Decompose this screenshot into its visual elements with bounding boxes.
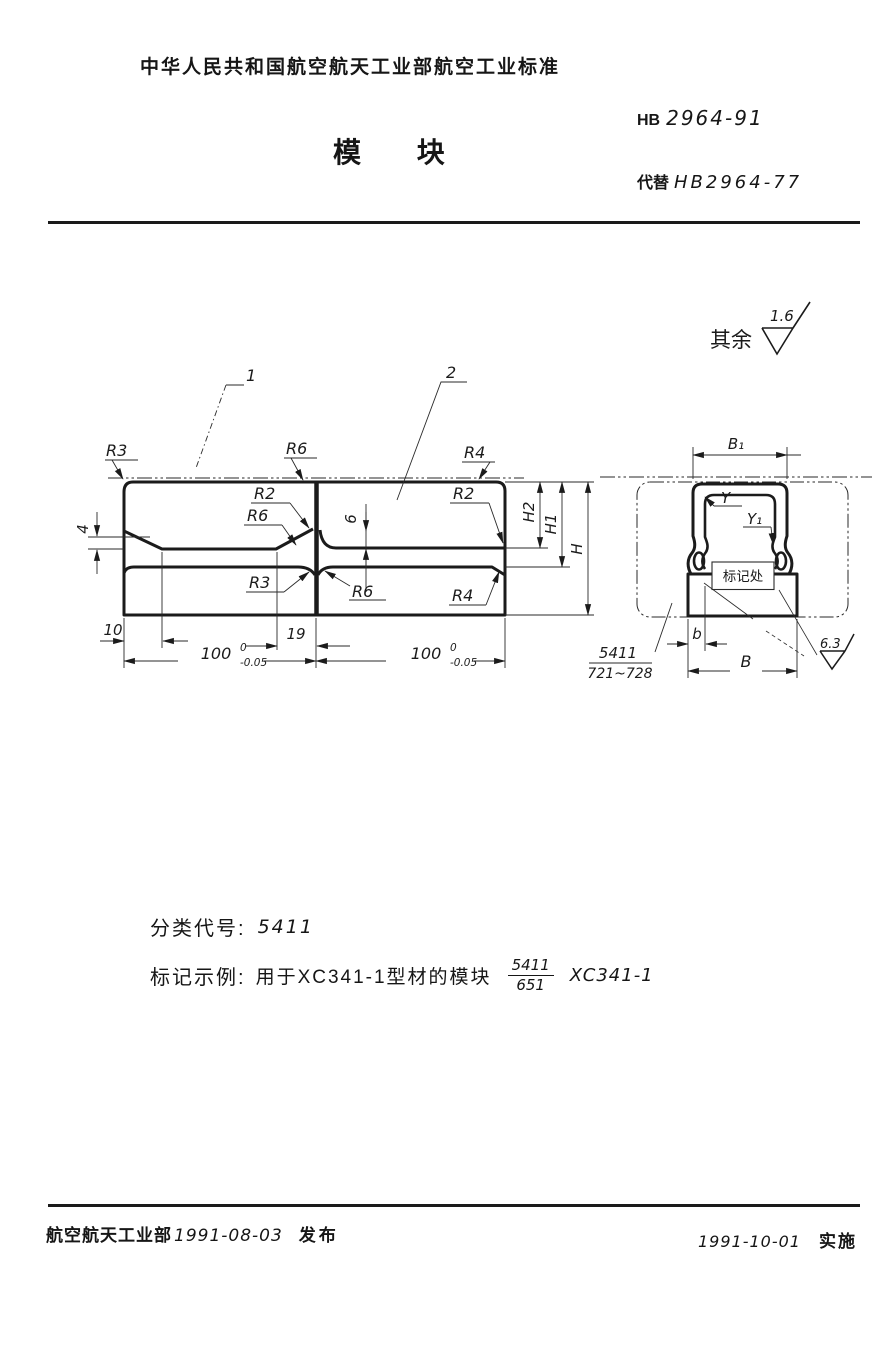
fraction-denominator: 651 [516,975,545,994]
dim-h2-label: H2 [520,502,538,523]
r3-top-left-label: R3 [106,441,127,460]
angle-y-label: Y [721,489,732,507]
code-numerator: 5411 [599,644,637,662]
dim-4-label: 4 [74,524,92,534]
issuer-name: 航空航天工业部 [46,1226,172,1245]
angle-y1-label: Y₁ [747,510,762,528]
r2-left-block-label: R2 [254,484,275,503]
part-callout-1: 1 [195,366,256,469]
issue-date: 1991-08-03 [174,1226,283,1246]
radius-leaders [105,457,504,606]
roughness-6-3-icon [819,633,855,671]
replace-prefix: 代替 [637,175,670,192]
r2-right-block-label: R2 [453,484,474,503]
roughness-note-label: 其余 [710,329,752,352]
fraction-numerator: 5411 [507,957,554,976]
part-callout-2: 2 [396,363,467,501]
page-title: 模 块 [333,137,469,168]
roughness-icon [761,301,811,356]
front-extension-lines [88,481,594,668]
r6-band-label: R6 [352,582,373,601]
class-code-row: 分类代号: 5411 [150,912,654,941]
callout-2-label: 2 [446,363,456,382]
marking-example-label: 标记示例: [150,966,246,989]
standard-number: HB 2964-91 [637,106,764,130]
implementation-date: 1991-10-01 [698,1232,801,1251]
section-profile [686,482,799,618]
dim-19-label: 19 [286,625,305,643]
dim-100-left-tol-upper: 0 [240,642,247,654]
callout-1-label: 1 [246,366,256,385]
notes-section: 分类代号: 5411 标记示例: 用于XC341-1型材的模块 5411 651… [150,912,654,1009]
technical-drawing-svg: 其余 1.6 H2 H1 [74,301,872,682]
general-roughness-note: 其余 1.6 [710,301,811,356]
dim-b-big-label: B [741,652,752,671]
dim-b-small-label: b [692,625,702,643]
header-divider [48,221,860,224]
marking-example-fraction: 5411 651 [507,957,554,994]
dim-b1-label: B₁ [728,435,744,453]
marking-example-row: 标记示例: 用于XC341-1型材的模块 5411 651 XC341-1 [150,957,654,993]
marking-example-text: 用于XC341-1型材的模块 [255,966,492,988]
phantom-die-outline [636,481,849,618]
r3-band-label: R3 [249,573,270,592]
code-denominator: 721~728 [587,666,652,682]
mark-location-box [711,561,775,591]
dim-10-19-lines [100,637,350,650]
r6-left-block-label: R6 [247,506,268,525]
footer-implementation: 1991-10-01 实施 [698,1227,857,1252]
section-view: 标记处 B₁ Y Y₁ b B [587,435,872,682]
implementation-label: 实施 [818,1232,857,1251]
dim-100-left-tol-lower: -0.05 [240,657,267,669]
standard-number-value: 2964-91 [666,106,764,130]
issue-label: 发布 [298,1226,339,1245]
dim-b1-lines [692,447,801,479]
marking-example-suffix: XC341-1 [569,964,654,986]
org-standard-line: 中华人民共和国航空航天工业部航空工业标准 [140,57,561,78]
dim-10-label: 10 [103,621,122,639]
dim-100-right-label: 100 [411,644,442,663]
section-code-fraction: 5411 721~728 [587,602,673,682]
r4-top-right-label: R4 [464,443,485,462]
height-dimension-lines [536,481,592,616]
footer-issue: 航空航天工业部 1991-08-03 发布 [46,1221,339,1246]
dim-6-label: 6 [342,514,360,524]
mark-location-label: 标记处 [723,569,764,584]
mark-leader-lines [703,582,818,657]
dim-100-left-label: 100 [201,644,232,663]
footer-divider [48,1204,860,1207]
roughness-6-3-label: 6.3 [820,637,841,652]
r4-band-label: R4 [452,586,473,605]
replaced-standard-value: HB2964-77 [674,172,803,193]
angle-leaders [704,496,775,545]
r6-top-center-label: R6 [286,439,307,458]
front-outline [122,480,507,617]
class-code-label: 分类代号: [150,918,246,940]
standard-prefix: HB [637,112,661,129]
dim-h1-label: H1 [542,514,560,535]
class-code-value: 5411 [257,915,314,938]
dim-b-lines [667,586,798,678]
dim-h-label: H [568,543,586,554]
replaced-standard: 代替 HB2964-77 [637,169,802,193]
dim-100-right-tol-upper: 0 [450,642,457,654]
roughness-note-value: 1.6 [770,307,794,325]
front-view: H2 H1 H 4 6 10 19 100 [74,363,594,669]
dim-100-right-tol-lower: -0.05 [450,657,477,669]
